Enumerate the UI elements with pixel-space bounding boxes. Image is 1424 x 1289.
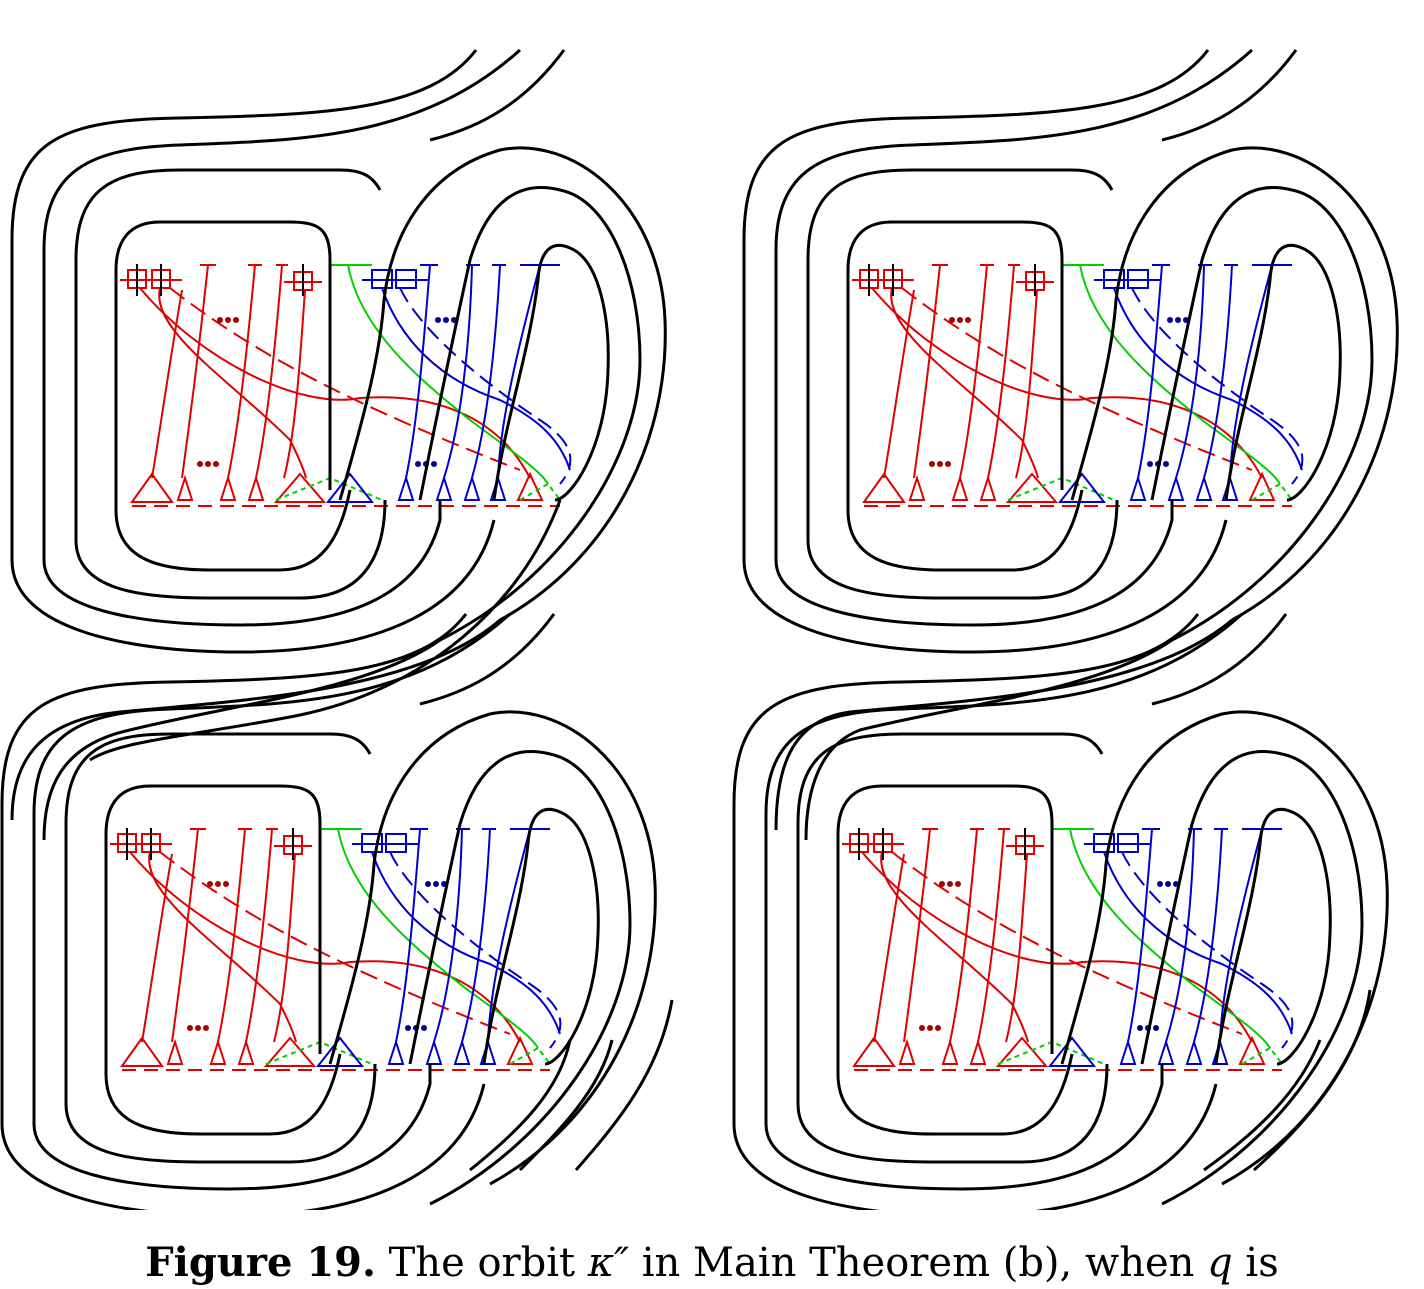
caption-text-middle: in Main Theorem (b), when <box>629 1240 1207 1286</box>
diagram-panel-top-left <box>12 50 665 652</box>
figure-label: Figure 19. <box>145 1239 376 1286</box>
diagram-panel-top-right <box>744 50 1397 652</box>
caption-text-before: The orbit <box>376 1240 588 1286</box>
caption-kappa: κ″ <box>588 1240 629 1286</box>
figure-caption: Figure 19. The orbit κ″ in Main Theorem … <box>0 1238 1424 1288</box>
diagram-panel-bottom-right <box>734 614 1387 1210</box>
caption-text-after: is <box>1233 1240 1279 1286</box>
orbit-diagram <box>0 0 1424 1210</box>
diagram-panel-bottom-left <box>2 614 655 1210</box>
caption-q: q <box>1207 1240 1233 1286</box>
